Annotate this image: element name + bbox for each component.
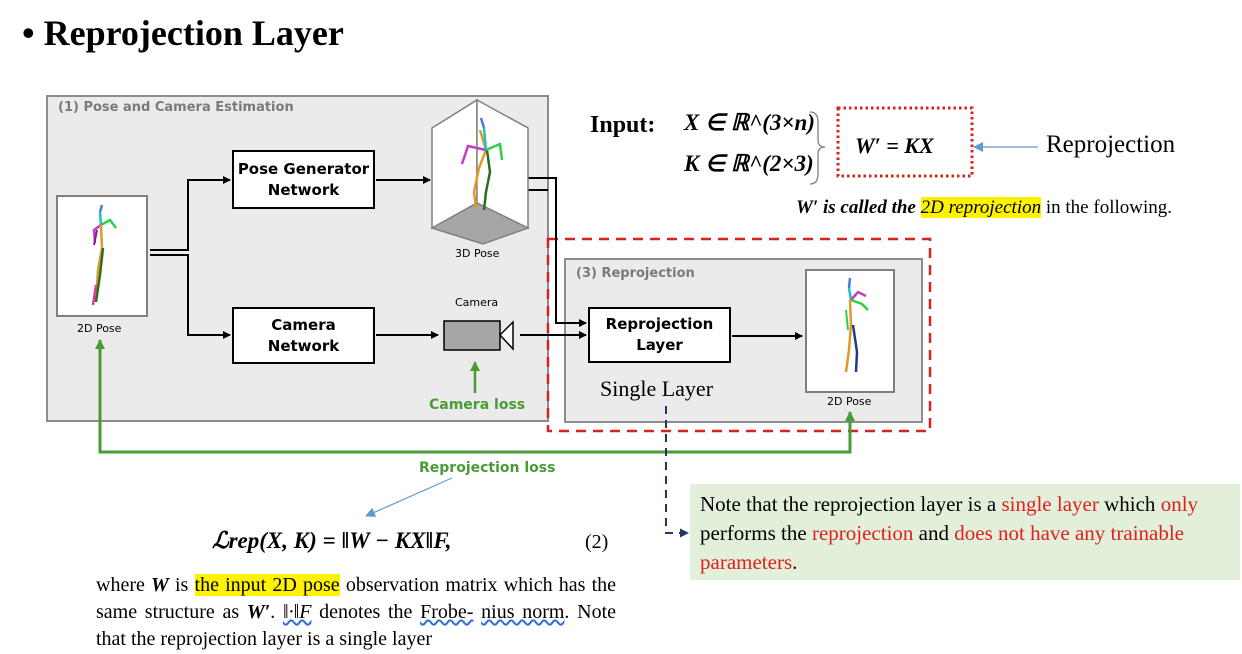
reprojection-arrow-label: Reprojection <box>1046 131 1176 158</box>
reprojection-layer: Reprojection Layer <box>588 307 731 363</box>
para-text-5: denotes the <box>311 601 421 623</box>
note-text-2: which <box>1098 492 1161 516</box>
output-2d-pose-caption: 2D Pose <box>827 395 872 408</box>
para-text-1: where <box>96 574 152 596</box>
reprojection-highlight-frame <box>546 237 932 433</box>
reprojection-equation: W′ = KX <box>855 133 934 158</box>
note-box: Note that the reprojection layer is a si… <box>690 484 1240 580</box>
note-text-3: performs the <box>700 521 812 545</box>
w-symbol: W <box>151 574 169 596</box>
note-text-5: . <box>792 550 798 574</box>
estimation-panel-label: (1) Pose and Camera Estimation <box>58 100 294 115</box>
para-text-2: is <box>168 574 195 596</box>
2d-reprojection-highlight: 2D reprojection <box>920 197 1042 218</box>
note-red-2: only <box>1160 492 1199 516</box>
note-red-4: does not have any trainable parameters <box>700 521 1184 574</box>
camera-icon <box>443 320 514 351</box>
camera-caption: Camera <box>455 296 499 309</box>
called-sentence-end: in the following. <box>1041 197 1173 218</box>
pose-generator-network: Pose Generator Network <box>232 150 375 209</box>
equation-highlight-frame <box>836 106 974 178</box>
k-definition: K ∈ ℝ^(2×3) <box>684 151 814 176</box>
note-red-1: single layer <box>1001 492 1099 516</box>
para-text-4: . <box>270 601 283 623</box>
input-2d-pose-figure <box>91 204 117 306</box>
loss-equation-number: (2) <box>585 531 609 553</box>
frobenius-norm-symbol: ‖·‖F <box>283 601 312 623</box>
reprojection-panel-label: (3) Reprojection <box>576 266 695 281</box>
camera-network: Camera Network <box>232 307 375 364</box>
loss-equation: ℒrep(X, K) = ‖W − KX‖F, <box>212 528 452 553</box>
single-layer-label: Single Layer <box>600 376 714 401</box>
reprojection-called-sentence: W′ is called the 2D reprojection in the … <box>796 197 1172 219</box>
w-prime-symbol: W′ is called the <box>796 197 921 218</box>
output-2d-pose-figure <box>844 277 869 373</box>
input-2d-pose-caption: 2D Pose <box>77 322 122 335</box>
reprojection-loss-label: Reprojection loss <box>419 460 556 476</box>
paper-paragraph: where W is the input 2D pose observation… <box>96 572 616 653</box>
frobenius-word-2: nius norm <box>481 601 565 623</box>
para-text-3: observation matrix which has the same st… <box>96 574 616 623</box>
note-red-3: reprojection <box>811 521 914 545</box>
note-text-1: Note that the reprojection layer is a <box>700 492 1002 516</box>
frobenius-word-1: Frobe- <box>420 601 474 623</box>
slide-title: • Reprojection Layer <box>22 13 344 53</box>
w-prime-symbol-para: W′ <box>246 601 271 623</box>
input-label: Input: <box>590 112 656 138</box>
note-text-4: and <box>913 521 955 545</box>
x-definition: X ∈ ℝ^(3×n) <box>684 110 815 135</box>
3d-pose-caption: 3D Pose <box>455 247 500 260</box>
para-text-6: . Note that the reprojection layer is a … <box>96 601 617 650</box>
camera-loss-label: Camera loss <box>429 397 526 413</box>
input-2d-pose-highlight: the input 2D pose <box>194 574 340 596</box>
3d-pose-cube <box>430 98 530 245</box>
